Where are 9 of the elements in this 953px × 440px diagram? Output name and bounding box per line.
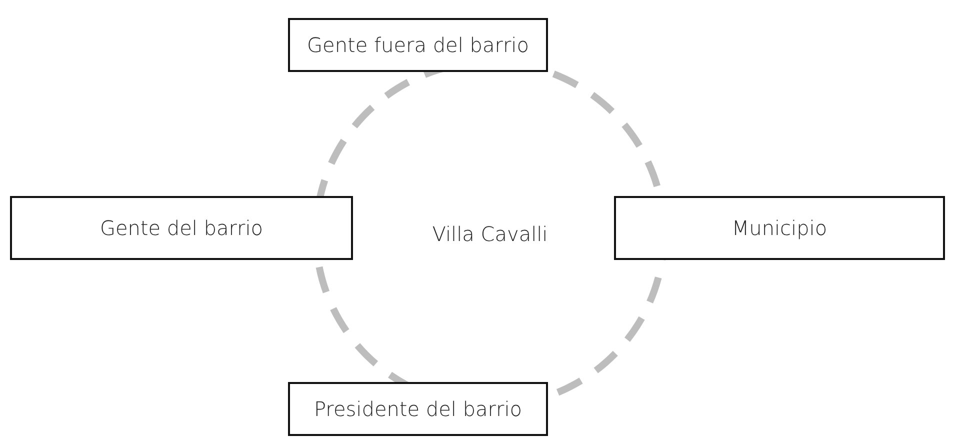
node-label: Gente del barrio	[100, 216, 264, 240]
node-label: Gente fuera del barrio	[307, 33, 529, 57]
node-label: Municipio	[732, 216, 828, 240]
label-box	[288, 18, 548, 72]
label-box	[614, 196, 945, 260]
label-box	[10, 196, 353, 260]
label-box	[288, 382, 548, 436]
node-label: Presidente del barrio	[314, 397, 522, 421]
node-label: Villa Cavalli	[432, 222, 548, 246]
